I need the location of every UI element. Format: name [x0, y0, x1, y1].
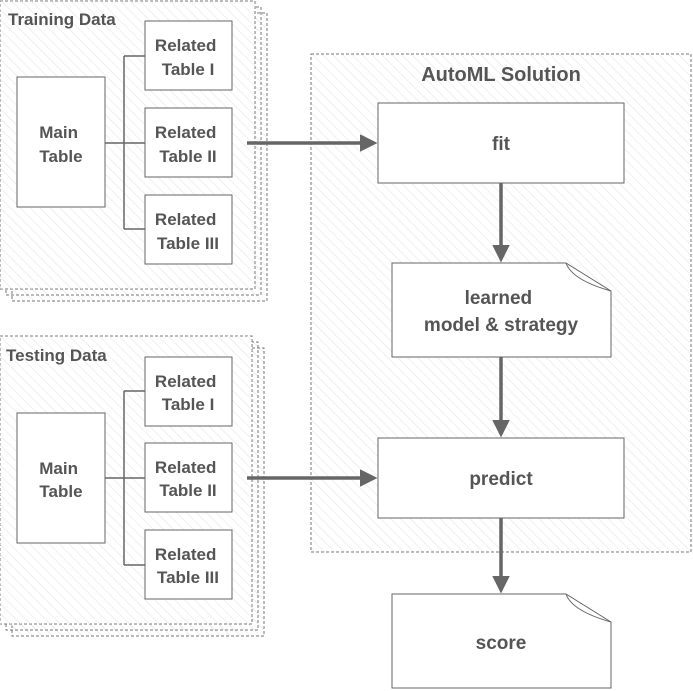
testing-data-group: Testing Data Main Table Related Table I … [0, 335, 265, 637]
testing-related-table-2-box [144, 442, 233, 513]
score-document [391, 593, 612, 689]
learned-model-document-fold [565, 262, 612, 292]
testing-related-table-3-box [144, 529, 233, 600]
training-related-table-1-label: Related Table I [155, 36, 221, 79]
automl-solution-title: AutoML Solution [421, 64, 581, 86]
score-document-fold [565, 593, 612, 623]
learned-model-document [391, 262, 612, 358]
training-related-table-3-box [144, 194, 233, 265]
training-main-table-box [16, 76, 106, 208]
training-data-group: Training Data Main Table Related Table I… [0, 0, 268, 302]
training-related-table-2-label: Related Table II [155, 123, 221, 166]
training-main-table-label: Main Table [39, 123, 82, 166]
training-connector-lines [105, 55, 145, 230]
score-label: score [476, 633, 527, 654]
learned-model-label: learned model & strategy [424, 288, 579, 336]
flow-arrows [247, 134, 510, 594]
testing-related-table-2-label: Related Table II [155, 458, 221, 500]
fit-box [377, 102, 625, 184]
testing-related-table-1-label: Related Table I [155, 372, 221, 414]
testing-data-title: Testing Data [6, 346, 107, 365]
predict-label: predict [469, 469, 533, 490]
testing-connector-lines [105, 390, 145, 566]
training-data-title: Training Data [8, 10, 116, 29]
testing-main-table-box [16, 412, 106, 544]
testing-main-table-label: Main Table [39, 459, 82, 501]
training-related-table-1-box [144, 20, 233, 91]
predict-box [377, 437, 625, 519]
automl-solution-group: AutoML Solution fit learned model & stra… [310, 53, 692, 553]
training-related-table-2-box [144, 107, 233, 178]
training-related-table-3-label: Related Table III [155, 210, 221, 253]
testing-related-table-1-box [144, 356, 233, 427]
fit-label: fit [492, 134, 511, 155]
testing-related-table-3-label: Related Table III [155, 545, 221, 587]
